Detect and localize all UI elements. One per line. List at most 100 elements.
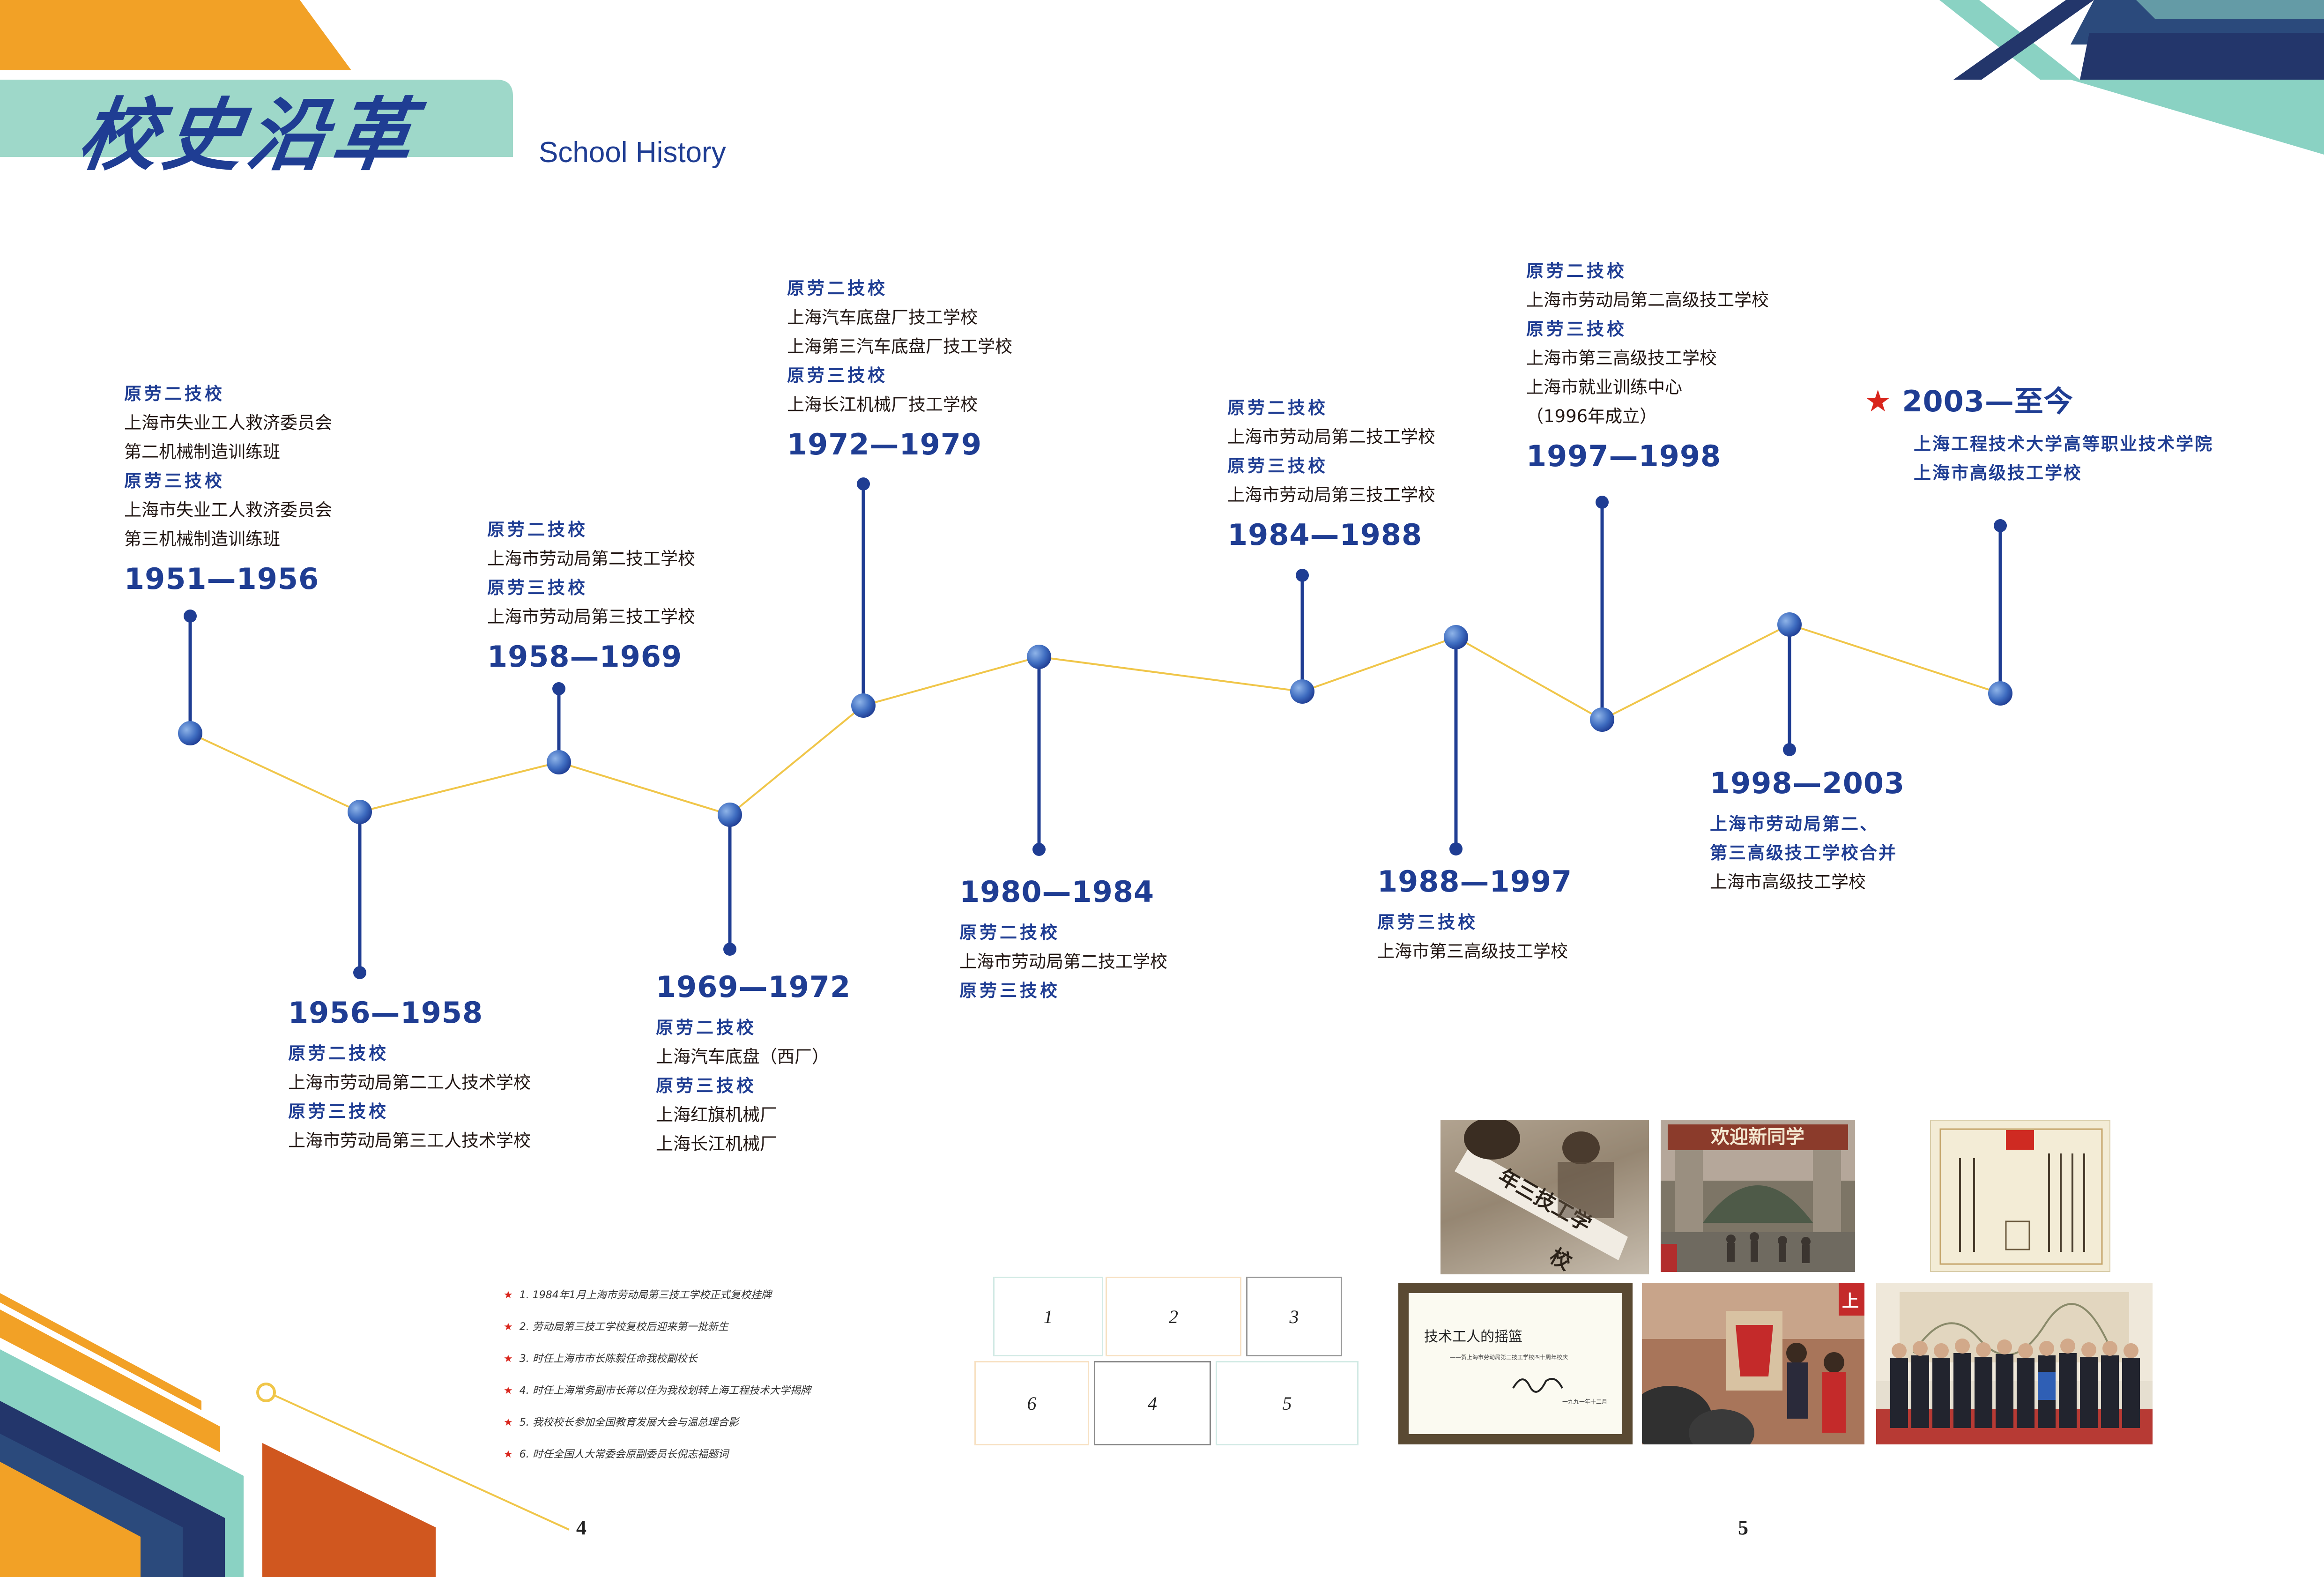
entry-text: 上海市劳动局第二技工学校 bbox=[1227, 427, 1435, 447]
entry-text: 上海市劳动局第二技工学校 bbox=[959, 952, 1167, 972]
timeline-entry-1958: 原劳二技校 上海市劳动局第二技工学校 原劳三技校 上海市劳动局第三技工学校 19… bbox=[487, 515, 695, 677]
entry-year: 1958—1969 bbox=[487, 640, 683, 674]
caption-item: ★5. 我校校长参加全国教育发展大会与温总理合影 bbox=[504, 1417, 739, 1428]
caption-item: ★2. 劳动局第三技工学校复校后迎来第一批新生 bbox=[504, 1321, 728, 1333]
entry-label: 原劳二技校 bbox=[1227, 398, 1328, 418]
calligraphy-subtitle: ——贺上海市劳动局第三技工学校四十周年校庆 bbox=[1450, 1354, 1568, 1361]
photo-index-5: 5 bbox=[1216, 1361, 1359, 1445]
entry-label: 原劳三技校 bbox=[124, 471, 225, 491]
entry-text: 上海市高级技工学校 bbox=[1710, 872, 1866, 892]
timeline-entry-1956: 1956—1958 原劳二技校 上海市劳动局第二工人技术学校 原劳三技校 上海市… bbox=[288, 993, 531, 1155]
entry-label: 原劳二技校 bbox=[124, 384, 225, 404]
entry-text: 上海市劳动局第二工人技术学校 bbox=[288, 1072, 531, 1093]
entry-text: 上海长江机械厂 bbox=[656, 1134, 777, 1154]
entry-text: 上海市第三高级技工学校 bbox=[1377, 941, 1568, 961]
entry-text: 上海长江机械厂技工学校 bbox=[787, 394, 978, 415]
entry-label: 原劳二技校 bbox=[959, 922, 1060, 943]
timeline-entry-1980: 1980—1984 原劳二技校 上海市劳动局第二技工学校 原劳三技校 bbox=[959, 872, 1167, 1005]
gate-sign: 欢迎新同学 bbox=[1710, 1126, 1804, 1148]
star-icon: ★ bbox=[504, 1449, 513, 1460]
photo-index-2: 2 bbox=[1106, 1277, 1241, 1356]
timeline-entry-2003: ★ 2003—至今 上海工程技术大学高等职业技术学院 上海市高级技工学校 bbox=[1864, 382, 2213, 488]
entry-year: 1956—1958 bbox=[288, 996, 483, 1030]
timeline-entry-1951: 原劳二技校 上海市失业工人救济委员会 第二机械制造训练班 原劳三技校 上海市失业… bbox=[124, 379, 332, 599]
star-icon: ★ bbox=[504, 1289, 513, 1301]
caption-item: ★1. 1984年1月上海市劳动局第三技工学校正式复校挂牌 bbox=[504, 1289, 772, 1301]
entry-label: 第三高级技工学校合并 bbox=[1710, 843, 1897, 863]
signature-mark bbox=[1512, 1378, 1563, 1393]
entry-year: 1951—1956 bbox=[124, 562, 319, 596]
star-icon: ★ bbox=[1864, 384, 1892, 419]
star-icon: ★ bbox=[504, 1385, 513, 1397]
entry-year-row: ★ 2003—至今 bbox=[1864, 382, 2213, 421]
star-icon: ★ bbox=[504, 1353, 513, 1365]
photo-welcome-gate: 欢迎新同学 bbox=[1661, 1120, 1855, 1272]
entry-year: 1980—1984 bbox=[959, 875, 1155, 909]
caption-item: ★4. 时任上海常务副市长蒋以任为我校划转上海工程技术大学揭牌 bbox=[504, 1385, 811, 1397]
entry-text: 上海红旗机械厂 bbox=[656, 1105, 777, 1125]
entry-text: 第三机械制造训练班 bbox=[124, 529, 280, 549]
entry-label: 原劳三技校 bbox=[1377, 912, 1478, 932]
entry-year: 2003—至今 bbox=[1902, 384, 2073, 418]
photo-captions: ★1. 1984年1月上海市劳动局第三技工学校正式复校挂牌 ★2. 劳动局第三技… bbox=[504, 1286, 811, 1477]
star-icon: ★ bbox=[504, 1417, 513, 1428]
entry-label: 原劳三技校 bbox=[787, 365, 888, 386]
entry-label: 原劳二技校 bbox=[487, 520, 588, 540]
entry-text: 上海汽车底盘厂技工学校 bbox=[787, 307, 978, 327]
entry-text: 上海市失业工人救济委员会 bbox=[124, 413, 332, 433]
entry-text: 上海市劳动局第二技工学校 bbox=[487, 549, 695, 569]
photo-plaque-hanging: 年三技工学 校 bbox=[1440, 1120, 1649, 1274]
entry-label: 原劳三技校 bbox=[1526, 319, 1627, 339]
entry-label: 原劳三技校 bbox=[656, 1076, 757, 1096]
entry-label: 上海工程技术大学高等职业技术学院 bbox=[1914, 434, 2213, 454]
entry-year: 1988—1997 bbox=[1377, 864, 1573, 899]
timeline-entry-1988: 1988—1997 原劳三技校 上海市第三高级技工学校 bbox=[1377, 862, 1572, 966]
photo-appointment-certificate bbox=[1930, 1120, 2110, 1272]
photo-index-1: 1 bbox=[993, 1277, 1103, 1356]
page-subtitle: School History bbox=[539, 136, 726, 169]
entry-label: 上海市高级技工学校 bbox=[1914, 463, 2082, 483]
entry-text: 上海第三汽车底盘厂技工学校 bbox=[787, 336, 1012, 357]
caption-item: ★3. 时任上海市市长陈毅任命我校副校长 bbox=[504, 1353, 698, 1365]
entry-text: 上海市失业工人救济委员会 bbox=[124, 500, 332, 520]
page-number-right: 5 bbox=[1738, 1516, 1748, 1539]
entry-label: 原劳二技校 bbox=[656, 1018, 757, 1038]
photo-group bbox=[1876, 1283, 2153, 1444]
entry-text: （1996年成立） bbox=[1526, 406, 1657, 426]
entry-text: 第二机械制造训练班 bbox=[124, 442, 280, 462]
entry-text: 上海市第三高级技工学校 bbox=[1526, 348, 1717, 368]
calligraphy-date: 一九九一年十二月 bbox=[1562, 1398, 1608, 1405]
calligraphy-title: 技术工人的摇篮 bbox=[1424, 1329, 1522, 1345]
entry-text: 上海市劳动局第三工人技术学校 bbox=[288, 1131, 531, 1151]
entry-year: 1984—1988 bbox=[1227, 518, 1423, 552]
timeline-entry-1972: 原劳二技校 上海汽车底盘厂技工学校 上海第三汽车底盘厂技工学校 原劳三技校 上海… bbox=[787, 274, 1012, 464]
entry-text: 上海汽车底盘（西厂） bbox=[656, 1047, 829, 1067]
timeline-entry-1969: 1969—1972 原劳二技校 上海汽车底盘（西厂） 原劳三技校 上海红旗机械厂… bbox=[656, 967, 851, 1159]
banner-char: 上 bbox=[1841, 1292, 1859, 1311]
entry-text: 上海市劳动局第三技工学校 bbox=[1227, 485, 1435, 505]
entry-label: 原劳三技校 bbox=[487, 578, 588, 598]
entry-text: 上海市劳动局第三技工学校 bbox=[487, 607, 695, 627]
timeline-entry-1984: 原劳二技校 上海市劳动局第二技工学校 原劳三技校 上海市劳动局第三技工学校 19… bbox=[1227, 394, 1435, 555]
entry-label: 原劳三技校 bbox=[1227, 456, 1328, 476]
photo-calligraphy: 技术工人的摇篮 ——贺上海市劳动局第三技工学校四十周年校庆 一九九一年十二月 bbox=[1398, 1283, 1633, 1444]
entry-label: 原劳二技校 bbox=[1526, 261, 1627, 281]
caption-item: ★6. 时任全国人大常委会原副委员长倪志福题词 bbox=[504, 1449, 728, 1460]
entry-year: 1997—1998 bbox=[1526, 439, 1722, 473]
entry-label: 原劳三技校 bbox=[288, 1101, 389, 1122]
photo-index-3: 3 bbox=[1246, 1277, 1342, 1356]
entry-label: 原劳二技校 bbox=[288, 1043, 389, 1064]
photo-index-6: 6 bbox=[974, 1361, 1089, 1445]
entry-year: 1972—1979 bbox=[787, 427, 982, 461]
photo-index-4: 4 bbox=[1094, 1361, 1211, 1445]
entry-label: 原劳二技校 bbox=[787, 278, 888, 298]
entry-text: 上海市劳动局第二高级技工学校 bbox=[1526, 290, 1769, 310]
entry-year: 1969—1972 bbox=[656, 970, 851, 1004]
timeline-entry-1997: 原劳二技校 上海市劳动局第二高级技工学校 原劳三技校 上海市第三高级技工学校 上… bbox=[1526, 257, 1769, 476]
star-icon: ★ bbox=[504, 1321, 513, 1333]
entry-year: 1998—2003 bbox=[1710, 766, 1905, 800]
entry-label: 原劳三技校 bbox=[959, 981, 1060, 1001]
entry-label: 上海市劳动局第二、 bbox=[1710, 814, 1879, 834]
